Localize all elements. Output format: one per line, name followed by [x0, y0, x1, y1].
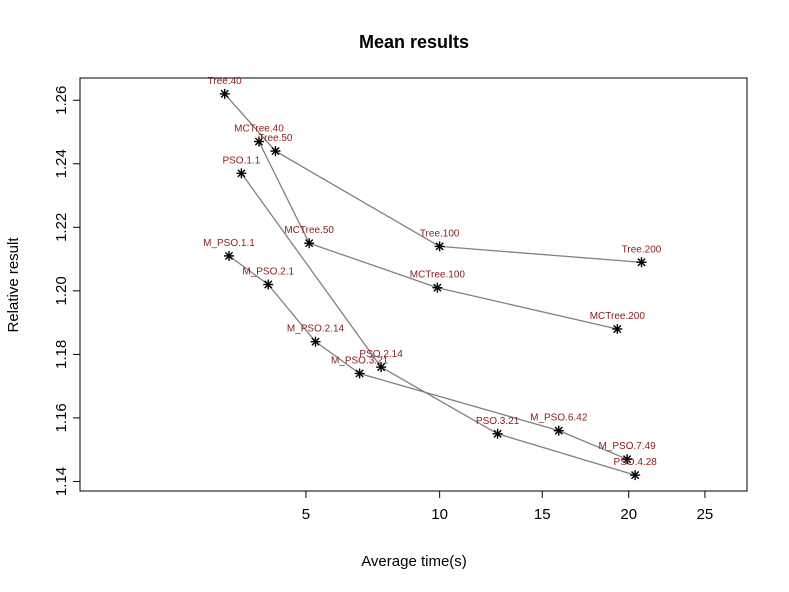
series-layer — [224, 93, 642, 476]
point-marker — [223, 250, 234, 261]
point-label: Tree.50 — [258, 133, 293, 144]
marker-layer — [219, 88, 647, 481]
point-marker — [432, 282, 443, 293]
x-tick-label: 10 — [431, 506, 448, 523]
point-marker — [263, 279, 274, 290]
point-marker — [553, 425, 564, 436]
point-label: MCTree.100 — [410, 270, 466, 281]
series-line — [228, 255, 628, 460]
point-label: Tree.40 — [208, 76, 243, 87]
point-marker — [304, 238, 315, 249]
chart-title: Mean results — [359, 32, 469, 52]
x-tick-label: 25 — [697, 506, 714, 523]
point-marker — [630, 470, 641, 481]
x-axis-title: Average time(s) — [361, 553, 467, 570]
point-label: M_PSO.1.1 — [203, 238, 255, 249]
point-label: Tree.100 — [420, 228, 460, 239]
point-marker — [434, 241, 445, 252]
point-label: MCTree.200 — [590, 311, 646, 322]
point-marker — [270, 146, 281, 157]
y-tick-label: 1.24 — [53, 149, 70, 178]
point-marker — [636, 257, 647, 268]
point-label: PSO.2.14 — [359, 349, 403, 360]
series-line — [224, 93, 642, 263]
y-tick-label: 1.22 — [53, 213, 70, 242]
x-tick-label: 5 — [302, 506, 310, 523]
x-tick-label: 20 — [620, 506, 637, 523]
x-tick-label: 15 — [534, 506, 551, 523]
point-label: M_PSO.2.14 — [287, 324, 345, 335]
point-marker — [612, 323, 623, 334]
point-label: PSO.1.1 — [222, 155, 260, 166]
y-axis-title: Relative result — [5, 237, 22, 333]
y-tick-label: 1.16 — [53, 403, 70, 432]
y-axis: 1.14 1.16 1.18 1.20 1.22 1.24 1.26 — [53, 86, 81, 496]
point-label: M_PSO.2.1 — [242, 267, 294, 278]
y-tick-label: 1.26 — [53, 86, 70, 115]
y-tick-label: 1.20 — [53, 276, 70, 305]
point-marker — [622, 454, 633, 465]
point-marker — [492, 428, 503, 439]
point-label: MCTree.50 — [284, 225, 334, 236]
point-marker — [253, 136, 264, 147]
point-marker — [236, 168, 247, 179]
point-label: MCTree.40 — [234, 124, 284, 135]
x-axis: 5 10 15 20 25 — [302, 490, 714, 523]
point-label: M_PSO.3.21 — [331, 355, 389, 366]
plot-frame — [79, 77, 748, 492]
point-marker — [219, 88, 230, 99]
point-label: PSO.4.28 — [613, 457, 657, 468]
point-label: M_PSO.7.49 — [598, 441, 656, 452]
y-tick-label: 1.14 — [53, 467, 70, 496]
point-marker — [376, 362, 387, 373]
point-label: M_PSO.6.42 — [530, 413, 588, 424]
point-marker — [310, 336, 321, 347]
y-tick-label: 1.18 — [53, 340, 70, 369]
point-label: Tree.200 — [622, 244, 662, 255]
point-label: PSO.3.21 — [476, 416, 520, 427]
series-line — [240, 172, 636, 476]
series-line — [258, 141, 618, 330]
point-marker — [354, 368, 365, 379]
